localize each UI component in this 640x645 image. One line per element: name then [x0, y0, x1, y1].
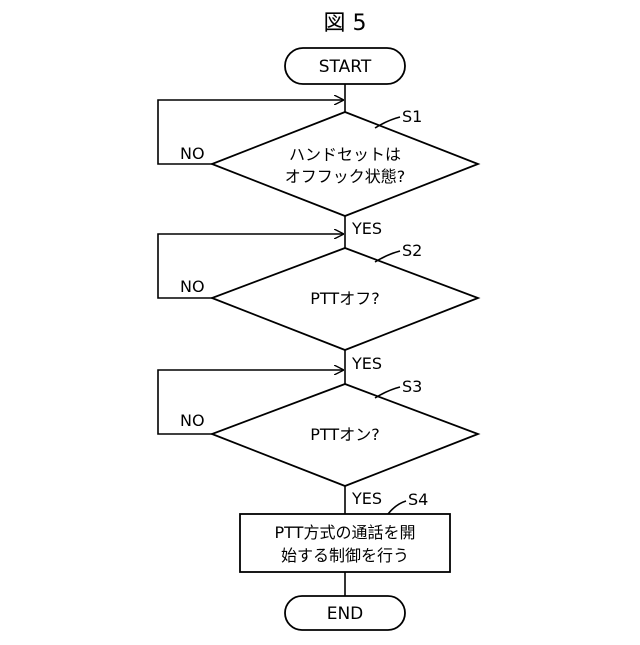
start-label: START — [319, 57, 372, 77]
figure-title: 図 5 — [324, 11, 367, 36]
s3-step-id: S3 — [402, 377, 422, 396]
s1-step-leader — [375, 117, 400, 128]
s2-step-leader — [375, 251, 400, 262]
s1-no-label: NO — [180, 144, 205, 163]
s3-yes-label: YES — [351, 489, 382, 508]
s2-step-id: S2 — [402, 241, 422, 260]
s2-no-label: NO — [180, 277, 205, 296]
s1-yes-label: YES — [351, 219, 382, 238]
s2-text-line1: PTTオフ? — [310, 289, 379, 308]
s2-yes-label: YES — [351, 354, 382, 373]
decision-s1 — [212, 112, 478, 216]
s3-text-line1: PTTオン? — [310, 425, 379, 444]
s4-text-line1: PTT方式の通話を開 — [275, 523, 416, 542]
s1-text-line2: オフフック状態? — [285, 167, 406, 186]
s4-text-line2: 始する制御を行う — [281, 546, 409, 565]
s3-step-leader — [375, 387, 400, 398]
end-label: END — [327, 604, 364, 624]
s1-text-line1: ハンドセットは — [289, 145, 401, 164]
s4-step-id: S4 — [408, 490, 428, 509]
s4-step-leader — [388, 501, 406, 514]
s3-no-label: NO — [180, 411, 205, 430]
s1-step-id: S1 — [402, 107, 422, 126]
